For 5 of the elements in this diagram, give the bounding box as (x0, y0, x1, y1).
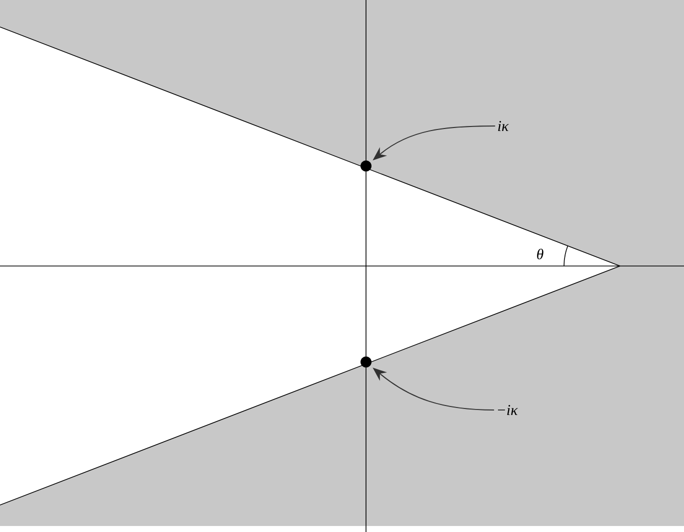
point-dot (360, 356, 372, 368)
angle-label: θ (537, 248, 544, 260)
point-dot (360, 160, 372, 172)
point-label: −iκ (498, 405, 518, 415)
point-label: iκ (498, 121, 509, 131)
